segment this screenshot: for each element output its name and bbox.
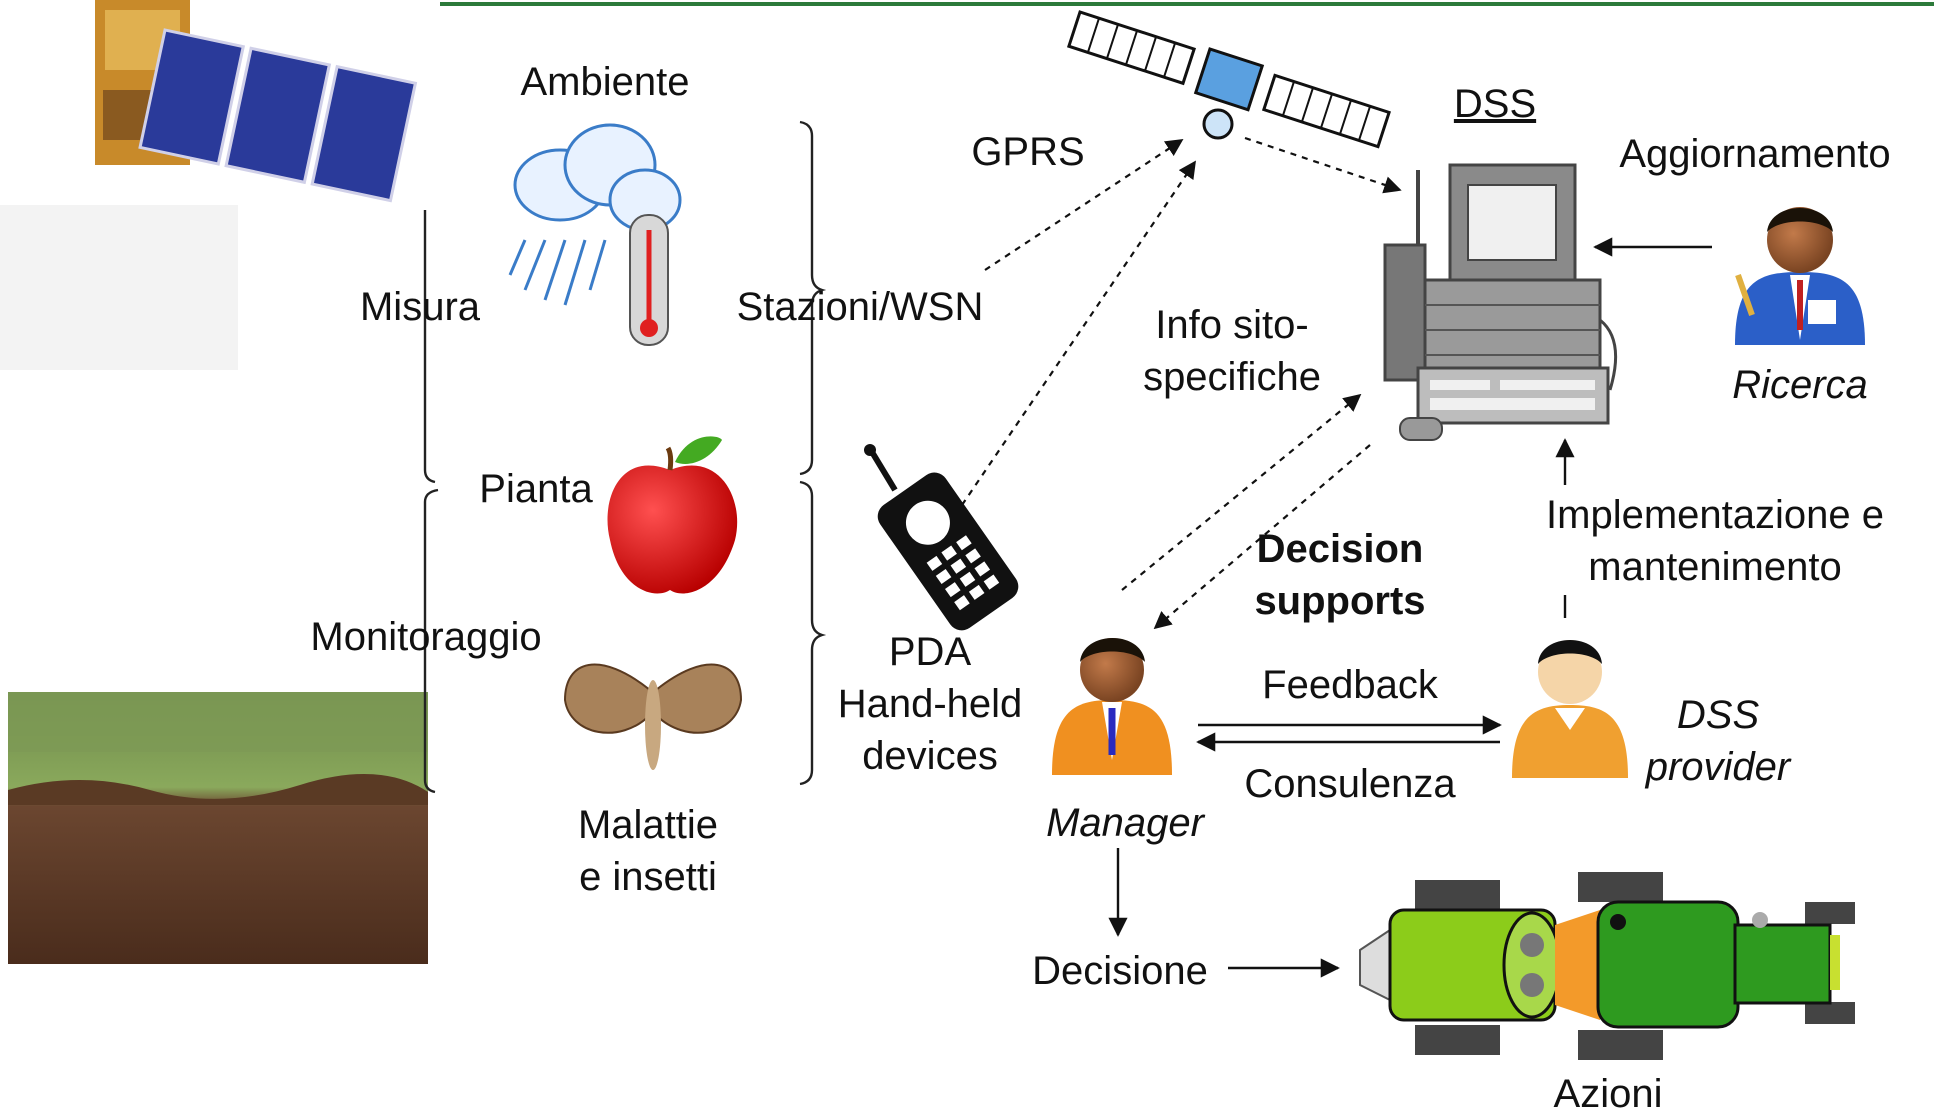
label-decision-line1: Decision [1257, 527, 1424, 571]
brace-misura [423, 210, 436, 484]
label-manager: Manager [1046, 801, 1206, 845]
brace-monitoraggio [423, 488, 439, 794]
label-pda-line2: Hand-held [838, 682, 1023, 726]
satellite-photo [0, 0, 438, 370]
label-implementazione-line2: mantenimento [1588, 545, 1841, 589]
label-monitoraggio: Monitoraggio [310, 615, 541, 659]
handheld-phone-icon [864, 444, 1019, 631]
label-pianta: Pianta [479, 467, 593, 511]
label-dss-provider-line1: DSS [1677, 693, 1760, 737]
label-feedback: Feedback [1262, 663, 1439, 707]
label-misura: Misura [360, 285, 481, 329]
label-pda-line3: devices [862, 734, 998, 778]
label-decision-line2: supports [1254, 579, 1425, 623]
label-info-line1: Info sito- [1155, 303, 1308, 347]
arrow-satellite-to-dss [1244, 136, 1402, 194]
brace-stazioni [799, 120, 827, 476]
label-malattie-line1: Malattie [578, 803, 718, 847]
desktop-computer-icon [1383, 163, 1618, 441]
weather-cloud-thermometer-icon [508, 123, 682, 346]
arrow-stazioni-to-satellite [984, 139, 1184, 271]
label-info-line2: specifiche [1143, 355, 1321, 399]
tractor-icon [1359, 872, 1855, 1060]
provider-person-icon [1512, 640, 1628, 778]
manager-person-icon [1052, 638, 1172, 775]
label-ricerca: Ricerca [1732, 363, 1868, 407]
brace-pda [799, 480, 827, 786]
moth-icon [563, 663, 743, 770]
researcher-person-icon [1735, 207, 1865, 345]
label-malattie-line2: e insetti [579, 855, 717, 899]
label-aggiornamento: Aggiornamento [1619, 132, 1890, 176]
arrow-pda-to-satellite [961, 160, 1196, 506]
apple-icon [607, 436, 738, 594]
label-dss: DSS [1454, 82, 1536, 126]
label-stazioni-wsn: Stazioni/WSN [737, 285, 984, 329]
label-gprs: GPRS [971, 130, 1084, 174]
soil-photo [8, 692, 428, 964]
label-implementazione-line1: Implementazione e [1546, 493, 1884, 537]
label-azioni: Azioni [1554, 1072, 1663, 1114]
label-pda-line1: PDA [889, 630, 972, 674]
label-decisione: Decisione [1032, 949, 1208, 993]
gps-satellite-icon [1066, 10, 1391, 149]
label-consulenza: Consulenza [1244, 762, 1456, 806]
label-ambiente: Ambiente [521, 60, 690, 104]
arrow-manager-to-dss [1121, 393, 1362, 591]
label-dss-provider-line2: provider [1645, 745, 1792, 789]
